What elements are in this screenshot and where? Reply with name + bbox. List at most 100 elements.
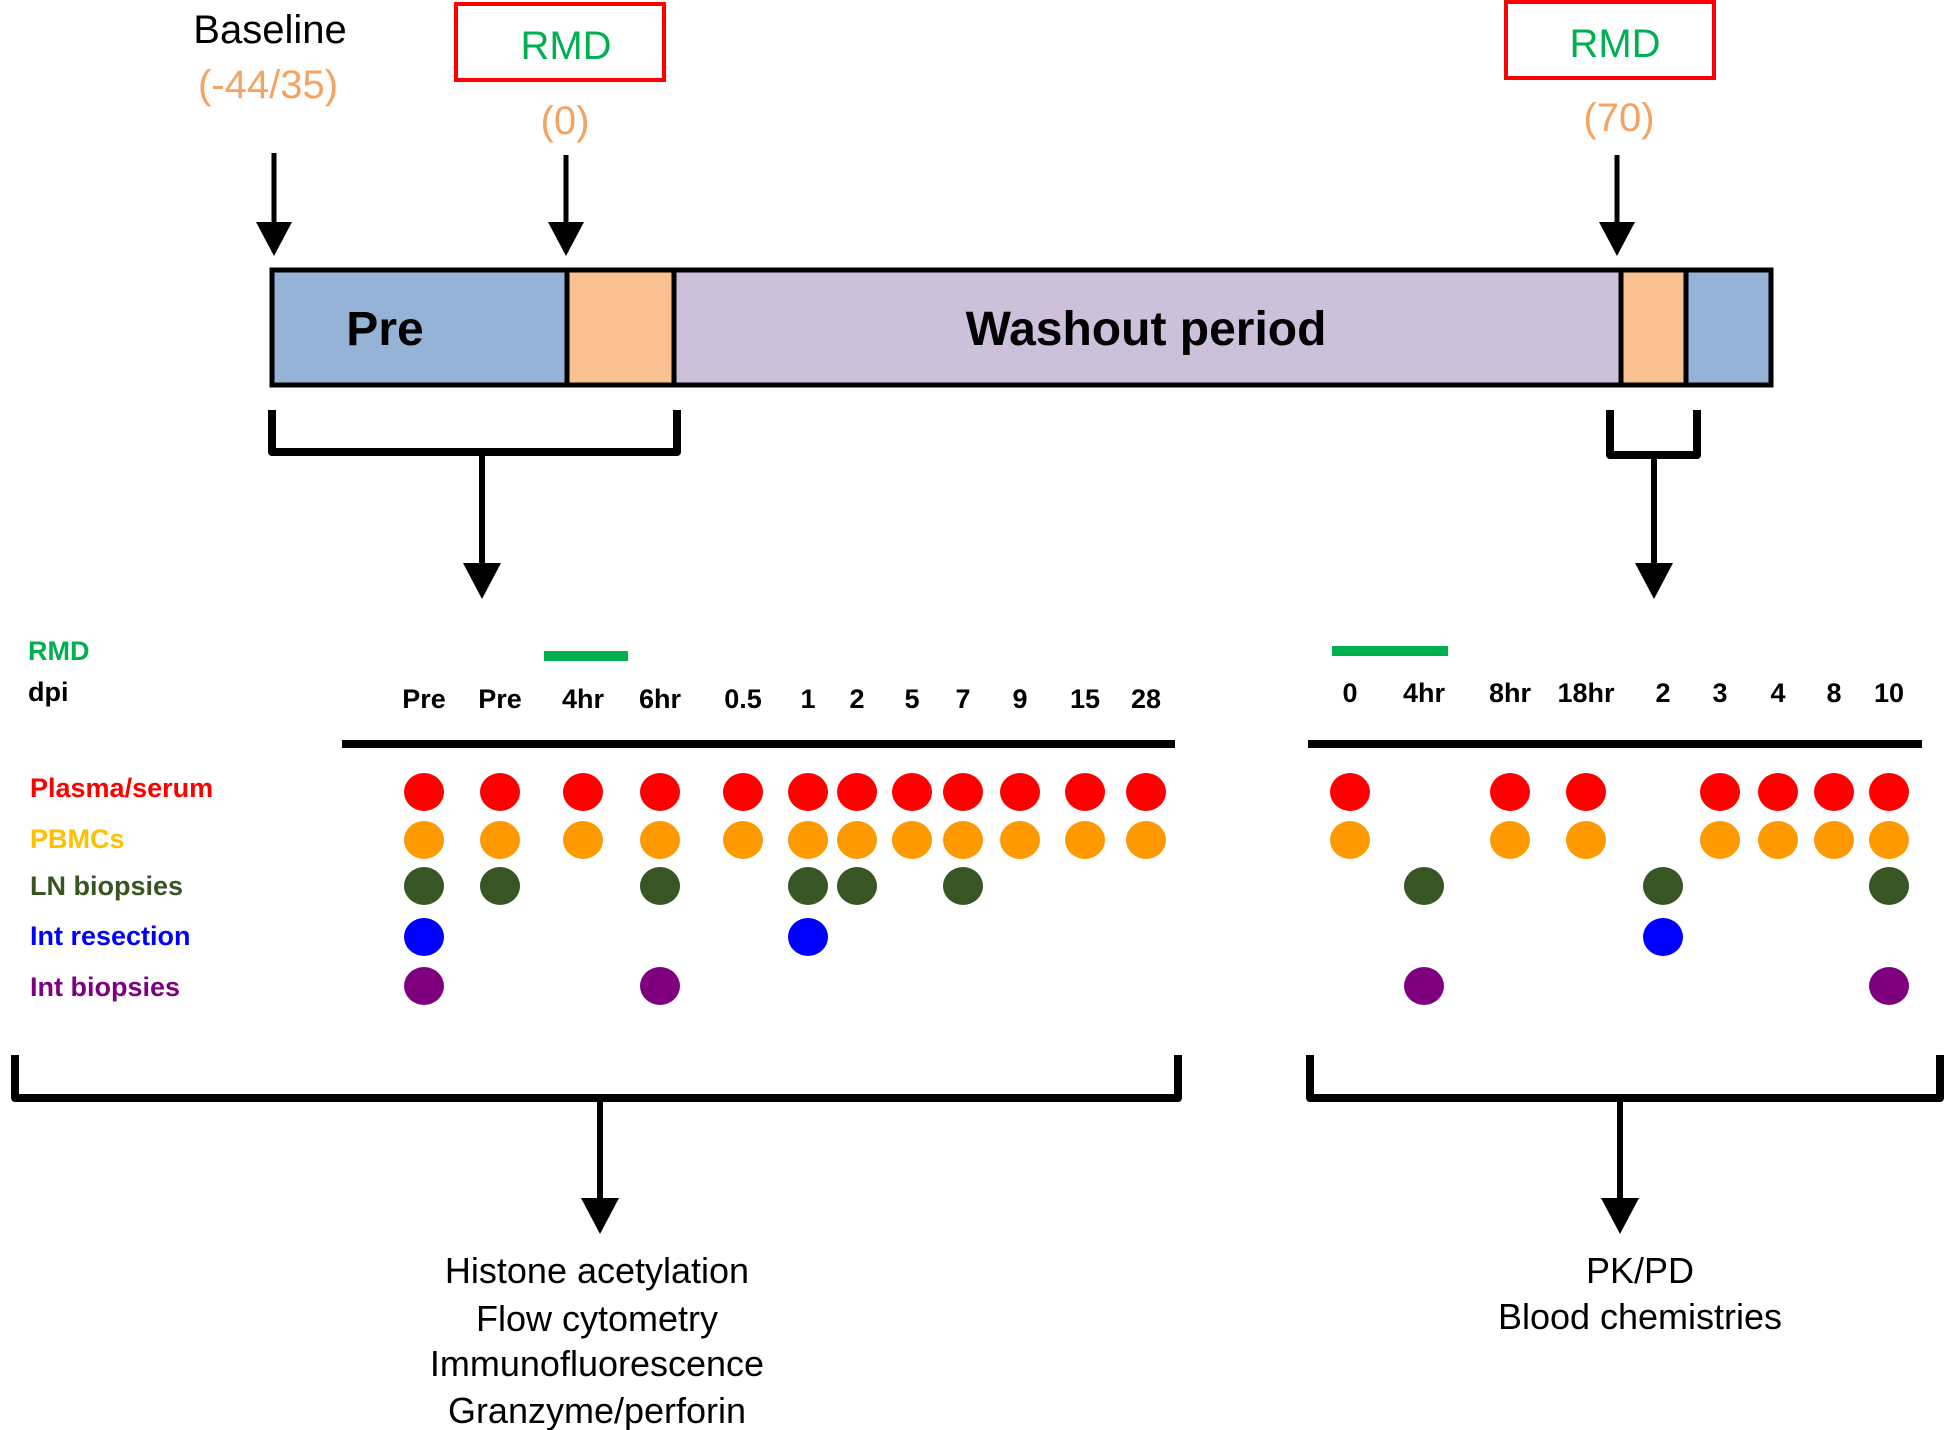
left-upper-arrow <box>463 452 501 599</box>
left-time-label: 5 <box>904 684 919 714</box>
dpi-row-label: dpi <box>28 677 69 707</box>
treatment2-segment <box>1618 267 1689 388</box>
left-ln-dot <box>943 867 983 905</box>
left-time-label: 6hr <box>639 684 682 714</box>
right-upper-arrow <box>1635 455 1673 599</box>
left-upper-bracket <box>268 410 681 456</box>
left-pbmc-dot <box>563 821 603 859</box>
left-analysis-4: Granzyme/perforin <box>448 1390 746 1430</box>
left-time-label: 7 <box>955 684 970 714</box>
right-plasma-dot <box>1566 773 1606 811</box>
right-pbmc-dot <box>1814 821 1854 859</box>
ln-row-label: LN biopsies <box>30 871 183 901</box>
rmd1-day: (0) <box>541 99 590 143</box>
timeline-bar <box>269 267 1774 388</box>
left-plasma-dot <box>1065 773 1105 811</box>
left-time-label: 28 <box>1131 684 1161 714</box>
rmd2-label: RMD <box>1569 22 1660 66</box>
left-pbmc-dot <box>892 821 932 859</box>
left-time-label: Pre <box>478 684 522 714</box>
rmd2-arrow <box>1599 155 1635 256</box>
right-time-label: 3 <box>1712 678 1727 708</box>
left-pbmc-dot <box>1065 821 1105 859</box>
left-lower-bracket <box>11 1055 1182 1102</box>
baseline-days: (-44/35) <box>198 63 338 107</box>
right-time-label: 4 <box>1770 678 1785 708</box>
left-plasma-dot <box>640 773 680 811</box>
int-resection-row-label: Int resection <box>30 921 191 951</box>
left-plasma-dot <box>837 773 877 811</box>
left-pbmc-dot <box>943 821 983 859</box>
rmd1-box <box>454 2 666 82</box>
left-ln-dot <box>640 867 680 905</box>
baseline-arrow <box>256 153 292 256</box>
washout-label: Washout period <box>966 303 1327 356</box>
rmd2-day: (70) <box>1583 96 1654 140</box>
left-ln-dot <box>404 867 444 905</box>
right-upper-bracket <box>1606 410 1701 459</box>
right-time-label: 4hr <box>1403 678 1446 708</box>
right-time-label: 8 <box>1826 678 1841 708</box>
right-plasma-dot <box>1700 773 1740 811</box>
washout-segment <box>671 267 1624 388</box>
right-time-label: 18hr <box>1557 678 1615 708</box>
rmd1-arrow <box>548 155 584 256</box>
rmd2-box <box>1504 0 1716 80</box>
rmd1-label: RMD <box>520 24 611 68</box>
right-ln-dot <box>1404 867 1444 905</box>
left-lower-arrow <box>581 1098 619 1234</box>
right-pbmc-dot <box>1758 821 1798 859</box>
right-sample-dots <box>1330 773 1909 1005</box>
right-plasma-dot <box>1869 773 1909 811</box>
right-time-labels: 0 4hr 8hr 18hr 2 3 4 8 10 <box>1342 678 1904 708</box>
right-time-label: 8hr <box>1489 678 1532 708</box>
left-int-biopsies-dot <box>640 967 680 1005</box>
left-analysis-1: Histone acetylation <box>445 1250 749 1291</box>
left-time-label: 1 <box>800 684 815 714</box>
right-time-label: 0 <box>1342 678 1357 708</box>
right-pbmc-dot <box>1490 821 1530 859</box>
right-time-label: 2 <box>1655 678 1670 708</box>
pbmc-row-label: PBMCs <box>30 824 125 854</box>
right-int-resection-dot <box>1643 918 1683 956</box>
left-plasma-dot <box>563 773 603 811</box>
left-pbmc-dot <box>640 821 680 859</box>
left-ln-dot <box>788 867 828 905</box>
pre-segment <box>269 267 570 388</box>
left-plasma-dot <box>892 773 932 811</box>
left-pbmc-dot <box>480 821 520 859</box>
right-ln-dot <box>1869 867 1909 905</box>
left-plasma-dot <box>1126 773 1166 811</box>
post-segment <box>1683 267 1774 388</box>
treatment1-segment <box>564 267 677 388</box>
right-lower-bracket <box>1306 1055 1944 1102</box>
right-plasma-dot <box>1814 773 1854 811</box>
left-analysis-2: Flow cytometry <box>476 1298 718 1339</box>
left-int-resection-dot <box>404 918 444 956</box>
rmd-row-label: RMD <box>28 636 90 666</box>
left-time-label: 2 <box>849 684 864 714</box>
left-time-label: 4hr <box>562 684 605 714</box>
left-ln-dot <box>480 867 520 905</box>
pre-label: Pre <box>346 303 423 356</box>
left-int-biopsies-dot <box>404 967 444 1005</box>
right-pbmc-dot <box>1700 821 1740 859</box>
right-analysis-2: Blood chemistries <box>1498 1296 1782 1337</box>
left-pbmc-dot <box>837 821 877 859</box>
right-plasma-dot <box>1490 773 1530 811</box>
right-pbmc-dot <box>1566 821 1606 859</box>
left-plasma-dot <box>723 773 763 811</box>
right-plasma-dot <box>1330 773 1370 811</box>
left-plasma-dot <box>788 773 828 811</box>
right-int-biopsies-dot <box>1869 967 1909 1005</box>
right-pbmc-dot <box>1330 821 1370 859</box>
right-plasma-dot <box>1758 773 1798 811</box>
left-analysis-3: Immunofluorescence <box>430 1343 764 1384</box>
right-int-biopsies-dot <box>1404 967 1444 1005</box>
plasma-row-label: Plasma/serum <box>30 773 213 803</box>
right-time-label: 10 <box>1874 678 1904 708</box>
left-pbmc-dot <box>1126 821 1166 859</box>
left-sample-dots <box>404 773 1166 1005</box>
right-lower-arrow <box>1601 1098 1639 1234</box>
